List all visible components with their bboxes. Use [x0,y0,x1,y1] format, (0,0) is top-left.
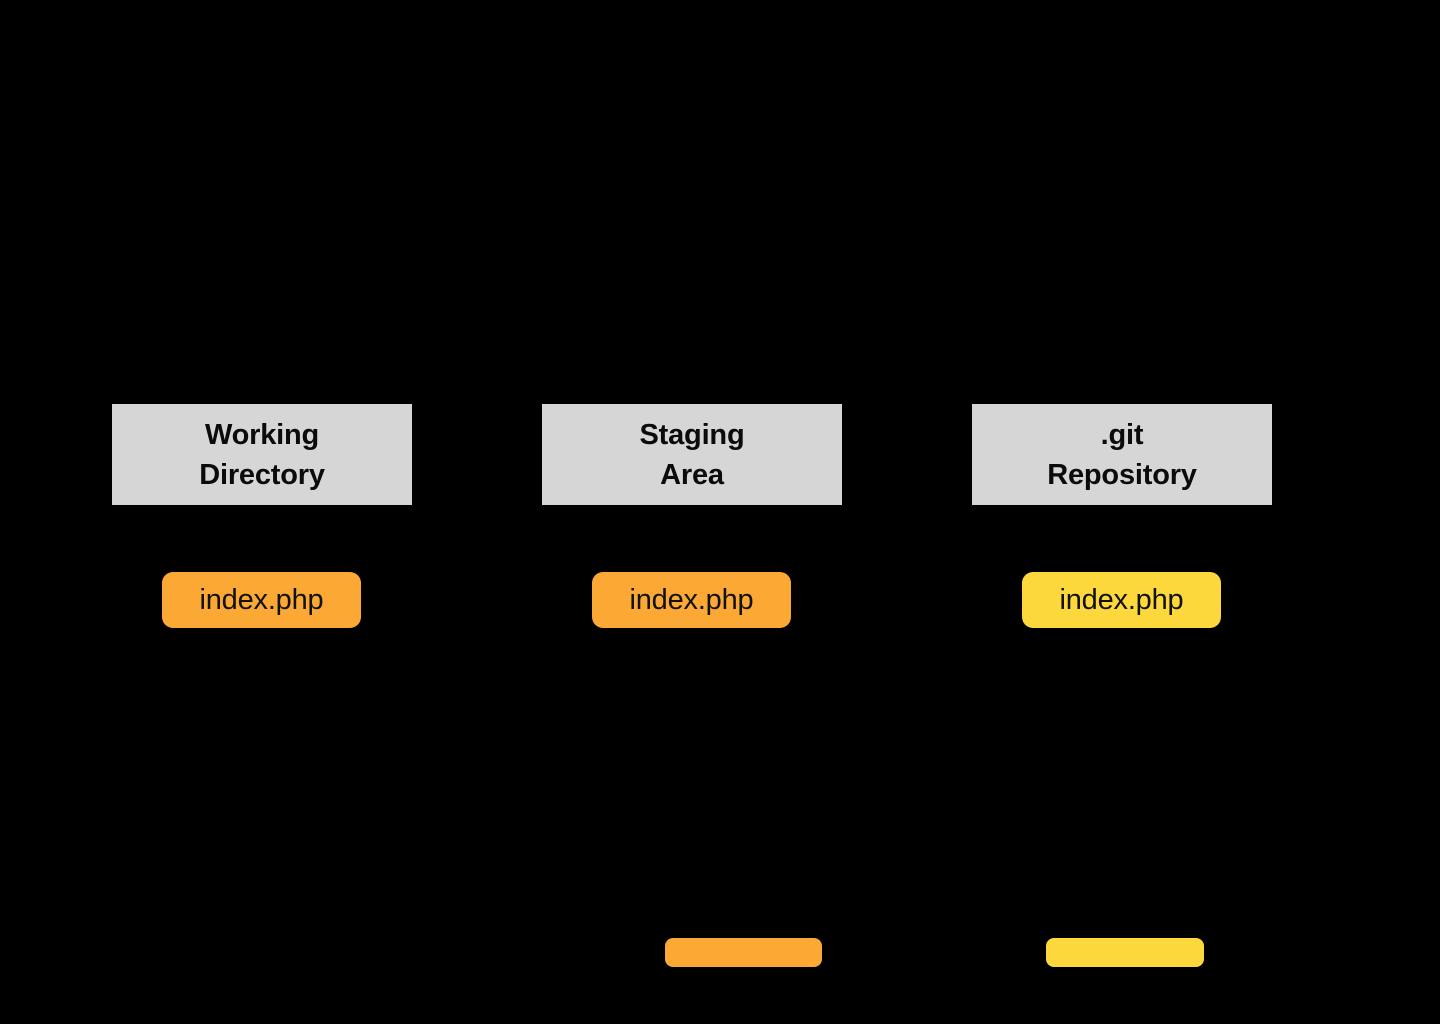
zone-box-label-staging-area: Staging Area [639,418,745,491]
file-pill-label-staging-area: index.php [629,583,754,616]
file-pill-label-working-directory: index.php [199,583,324,616]
clipped-bar-orange[interactable] [665,938,822,967]
zone-box-staging-area: Staging Area [542,404,842,505]
zone-box-working-directory: Working Directory [112,404,412,505]
file-pill-working-directory[interactable]: index.php [162,572,361,628]
zone-box-label-working-directory: Working Directory [199,418,325,491]
file-pill-git-repository[interactable]: index.php [1022,572,1221,628]
clipped-bar-yellow[interactable] [1046,938,1204,967]
file-pill-staging-area[interactable]: index.php [592,572,791,628]
file-pill-label-git-repository: index.php [1059,583,1184,616]
zone-box-git-repository: .git Repository [972,404,1272,505]
zone-box-label-git-repository: .git Repository [1047,418,1197,491]
